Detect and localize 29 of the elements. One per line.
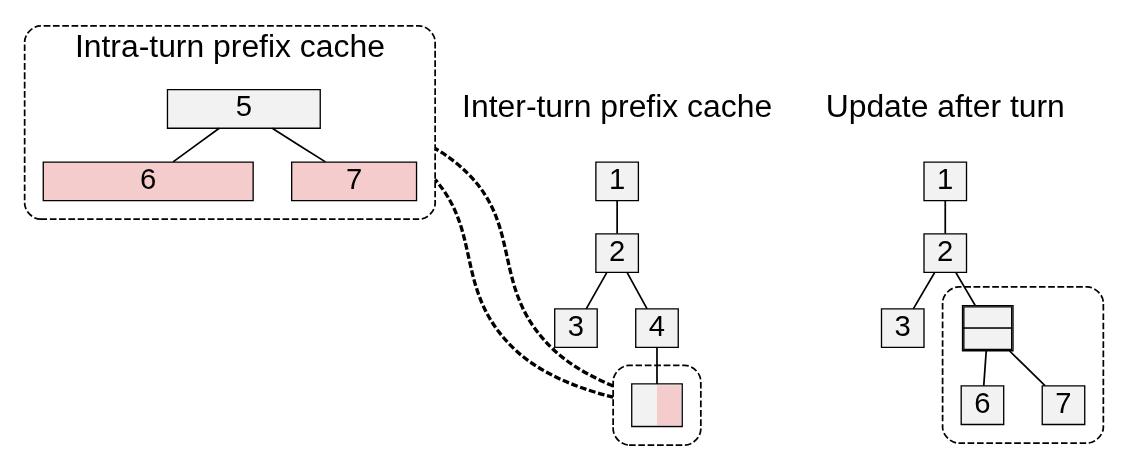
node-box: 6	[960, 385, 1005, 426]
node-box: 5	[166, 89, 321, 129]
connector	[616, 199, 618, 235]
connector	[434, 147, 614, 388]
connector	[626, 271, 648, 310]
node-box: 2	[595, 233, 640, 274]
connector	[433, 178, 614, 399]
node-box: 6	[42, 161, 254, 202]
connector	[172, 127, 221, 163]
connector	[955, 271, 976, 307]
connector	[1008, 350, 1046, 387]
connector	[656, 346, 658, 385]
node-box: 4	[635, 308, 679, 349]
node-box: 1	[923, 161, 968, 202]
connector	[271, 127, 327, 163]
cluster	[941, 286, 1105, 444]
label: Inter-turn prefix cache	[462, 88, 773, 125]
cluster	[612, 364, 702, 446]
node-box: 2	[923, 233, 968, 274]
connector	[912, 271, 936, 310]
node-box: 3	[880, 308, 925, 349]
connector	[585, 271, 608, 310]
connector	[982, 350, 988, 387]
label: Update after turn	[825, 88, 1065, 125]
node-box: 7	[1041, 385, 1086, 426]
connector	[944, 199, 947, 235]
node-box: 1	[595, 161, 640, 202]
node-box: 7	[291, 161, 418, 202]
node-box: 3	[554, 308, 598, 349]
